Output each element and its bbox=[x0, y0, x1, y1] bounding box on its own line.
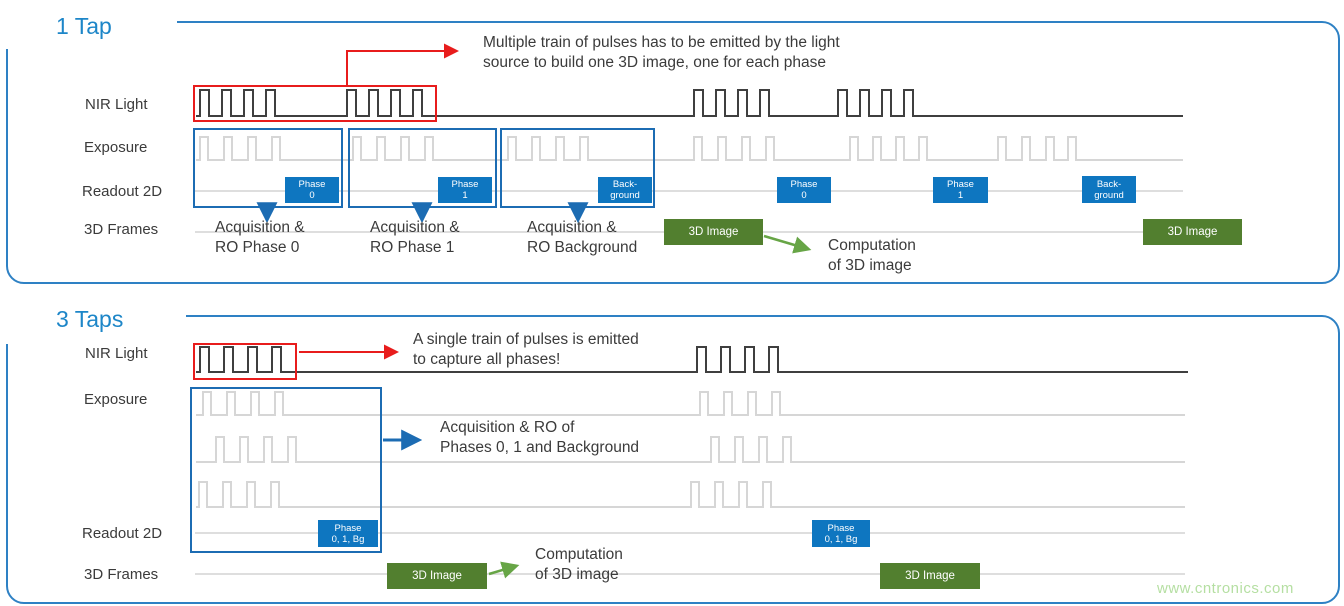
p2-subframe-box-all-phases bbox=[190, 387, 382, 553]
p2-3d-image-box-1: 3D Image bbox=[387, 563, 487, 589]
p1-row-label-frames: 3D Frames bbox=[84, 221, 159, 238]
p2-3d-image-box-2: 3D Image bbox=[880, 563, 980, 589]
p1-subframe-box-phase1 bbox=[348, 128, 497, 208]
panel-1tap-border bbox=[6, 21, 1340, 284]
panel-1tap-title-gap bbox=[0, 0, 177, 49]
p2-computation-arrow bbox=[488, 561, 520, 579]
p1-computation-arrow bbox=[763, 234, 812, 254]
panel-3taps-title-gap bbox=[0, 296, 186, 344]
p2-row-label-readout: Readout 2D bbox=[82, 525, 163, 542]
p1-nir-highlight-box bbox=[193, 85, 437, 122]
p1-nir-annotation: Multiple train of pulses has to be emitt… bbox=[483, 34, 840, 71]
p1-3d-image-box-1: 3D Image bbox=[664, 219, 763, 245]
panel-3taps-border bbox=[6, 315, 1340, 604]
p1-readout-badge-background-b: Back-ground bbox=[1082, 176, 1136, 203]
p1-acq-label-phase1: Acquisition &RO Phase 1 bbox=[370, 219, 460, 256]
p2-nir-highlight-box bbox=[193, 343, 297, 380]
watermark: www.cntronics.com bbox=[1157, 580, 1294, 597]
p1-red-arrow bbox=[346, 43, 459, 85]
panel-3taps-title: 3 Taps bbox=[56, 306, 124, 332]
p1-acq-label-phase0: Acquisition &RO Phase 0 bbox=[215, 219, 305, 256]
p1-row-label-readout: Readout 2D bbox=[82, 183, 163, 200]
panel-1tap-title: 1 Tap bbox=[56, 13, 112, 39]
p1-3d-image-box-2: 3D Image bbox=[1143, 219, 1242, 245]
p1-row-label-nir: NIR Light bbox=[85, 96, 148, 113]
pulse-trains bbox=[196, 89, 1188, 508]
p2-row-label-nir: NIR Light bbox=[85, 345, 148, 362]
p1-acq-label-background: Acquisition &RO Background bbox=[527, 219, 638, 256]
p2-row-label-exposure: Exposure bbox=[84, 391, 148, 408]
p1-row-label-exposure: Exposure bbox=[84, 139, 148, 156]
p1-subframe-box-background bbox=[500, 128, 655, 208]
p1-readout-badge-background-a: Back-ground bbox=[598, 177, 652, 203]
p1-subframe-box-phase0 bbox=[193, 128, 343, 208]
p2-row-label-frames: 3D Frames bbox=[84, 566, 159, 583]
